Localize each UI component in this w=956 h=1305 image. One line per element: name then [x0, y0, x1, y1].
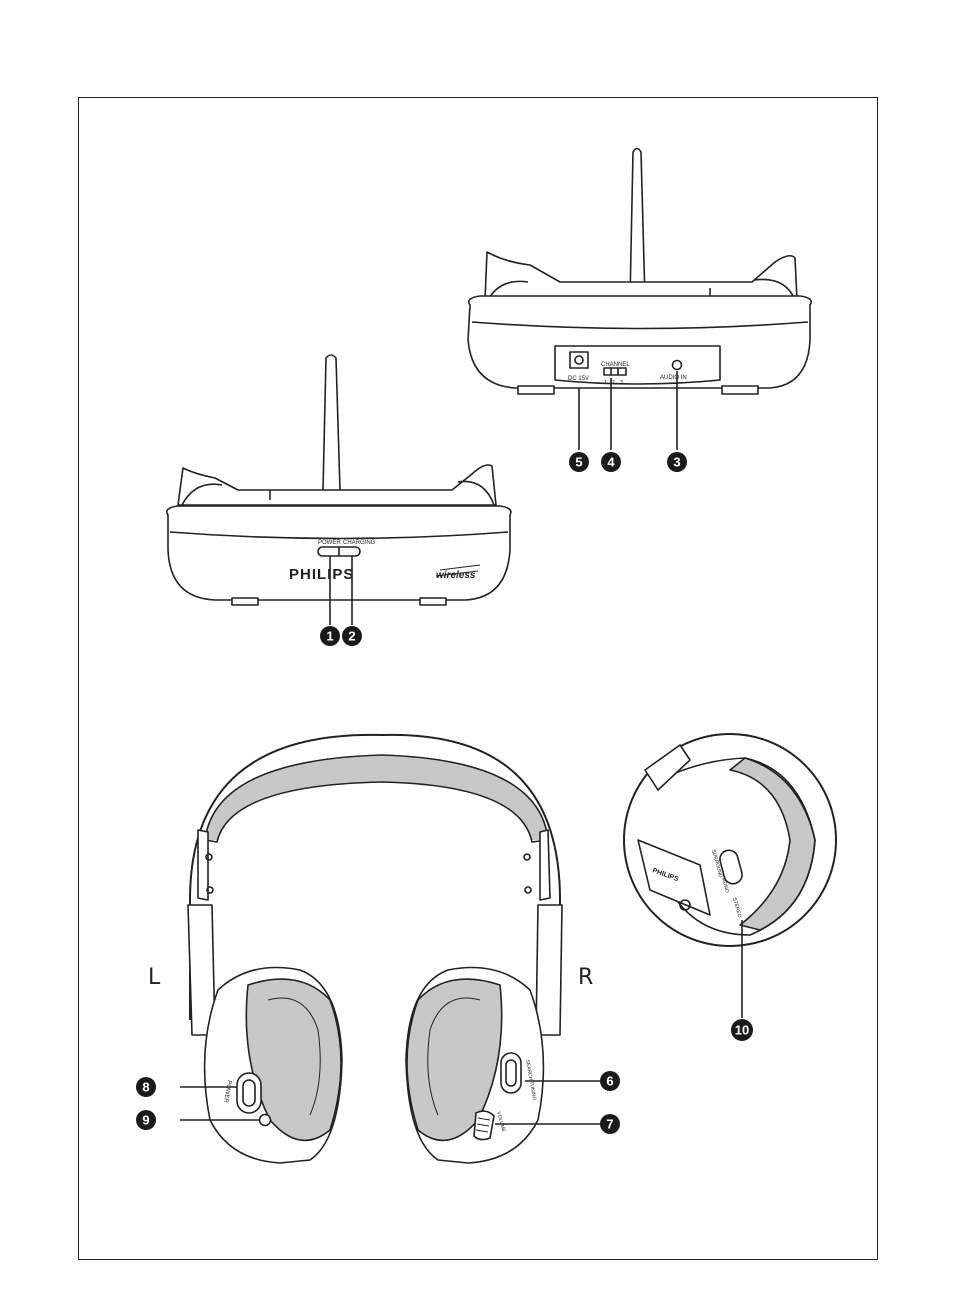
base-station-back — [468, 149, 811, 451]
svg-text:10: 10 — [735, 1023, 749, 1038]
callout-6: 6 — [600, 1071, 620, 1091]
svg-text:5: 5 — [575, 455, 582, 470]
base-brand-logo: PHILIPS — [289, 566, 354, 583]
callout-4: 4 — [601, 452, 621, 472]
channel-number-1: 1 — [604, 380, 607, 386]
switch-label-stereo: STEREO — [731, 897, 742, 919]
dc-input-label: DC 15V — [568, 376, 589, 382]
channel-number-3: 3 — [620, 380, 623, 386]
callout-7: 7 — [600, 1114, 620, 1134]
callout-1: 1 — [320, 626, 340, 646]
callout-3: 3 — [667, 452, 687, 472]
svg-text:4: 4 — [607, 455, 615, 470]
callout-5: 5 — [569, 452, 589, 472]
power-led-label: POWER — [318, 540, 341, 546]
svg-text:1: 1 — [326, 629, 333, 644]
callout-9: 9 — [136, 1110, 156, 1130]
detail-zoom — [624, 734, 836, 1018]
left-side-label: L — [148, 965, 161, 990]
svg-text:8: 8 — [142, 1080, 149, 1095]
svg-text:3: 3 — [673, 455, 680, 470]
channel-label: CHANNEL — [601, 362, 630, 368]
callout-2: 2 — [342, 626, 362, 646]
wireless-logo: wireless — [436, 570, 476, 581]
svg-text:6: 6 — [606, 1074, 613, 1089]
svg-text:7: 7 — [606, 1117, 613, 1132]
callout-8: 8 — [136, 1077, 156, 1097]
audio-in-label: AUDIO IN — [660, 375, 687, 381]
charging-led-label: CHARGING — [343, 540, 376, 546]
base-station-front — [167, 355, 511, 625]
svg-text:9: 9 — [142, 1113, 149, 1128]
channel-number-2: 2 — [612, 380, 615, 386]
callout-10: 10 — [731, 1019, 753, 1041]
right-side-label: R — [578, 965, 593, 990]
svg-text:2: 2 — [348, 629, 355, 644]
